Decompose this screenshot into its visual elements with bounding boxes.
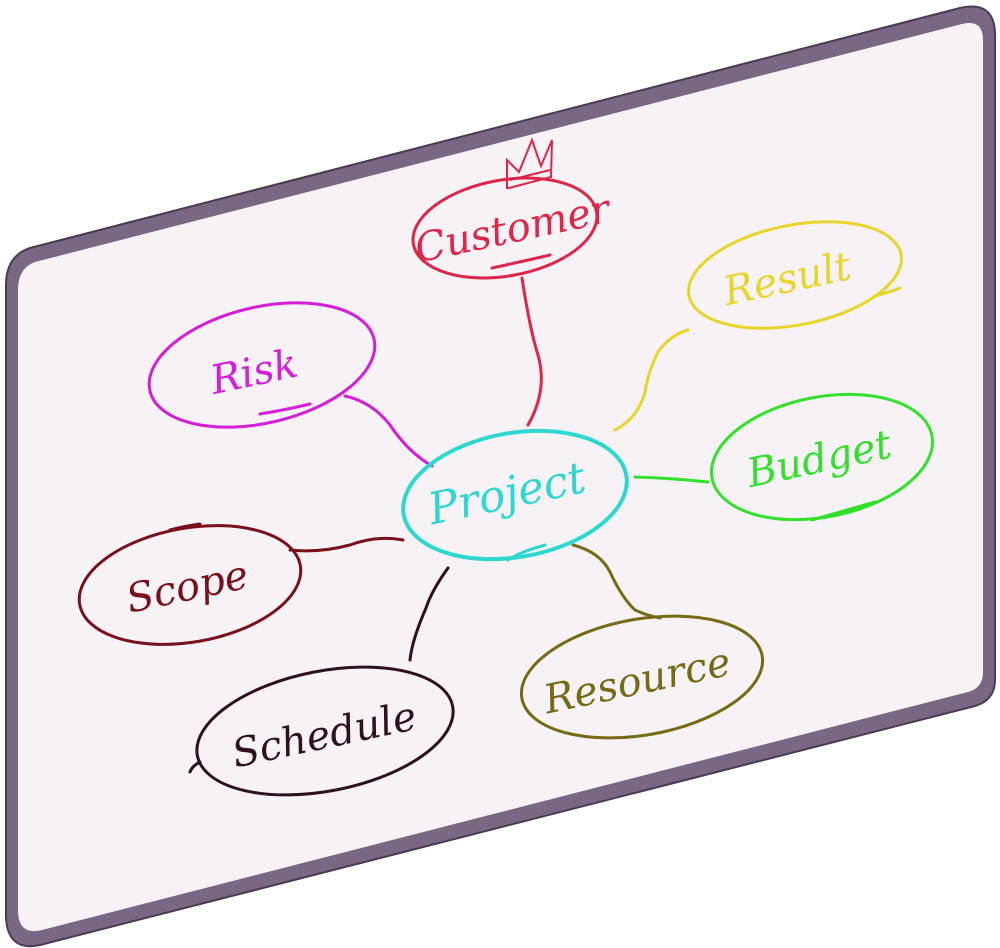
result-ellipse xyxy=(687,220,903,330)
project-underline xyxy=(506,543,547,562)
connector-risk xyxy=(343,394,434,468)
schedule-ellipse xyxy=(195,665,455,797)
connector-scope xyxy=(288,536,405,553)
whiteboard-surface xyxy=(18,23,983,932)
connector-resource xyxy=(571,543,662,620)
connector-schedule xyxy=(408,566,450,662)
budget-ellipse xyxy=(709,392,935,522)
customer-underline xyxy=(490,253,552,270)
budget-underline xyxy=(810,500,877,522)
resource-ellipse xyxy=(519,614,765,740)
scope-underline xyxy=(168,522,202,532)
customer-ellipse xyxy=(411,176,599,280)
risk-underline xyxy=(258,402,312,416)
connector-budget xyxy=(633,475,710,484)
connector-customer xyxy=(520,276,543,427)
connector-result xyxy=(613,328,690,432)
project-ellipse xyxy=(401,428,629,562)
result-underline xyxy=(873,286,902,298)
schedule-underline xyxy=(188,760,202,774)
risk-ellipse xyxy=(147,301,377,429)
